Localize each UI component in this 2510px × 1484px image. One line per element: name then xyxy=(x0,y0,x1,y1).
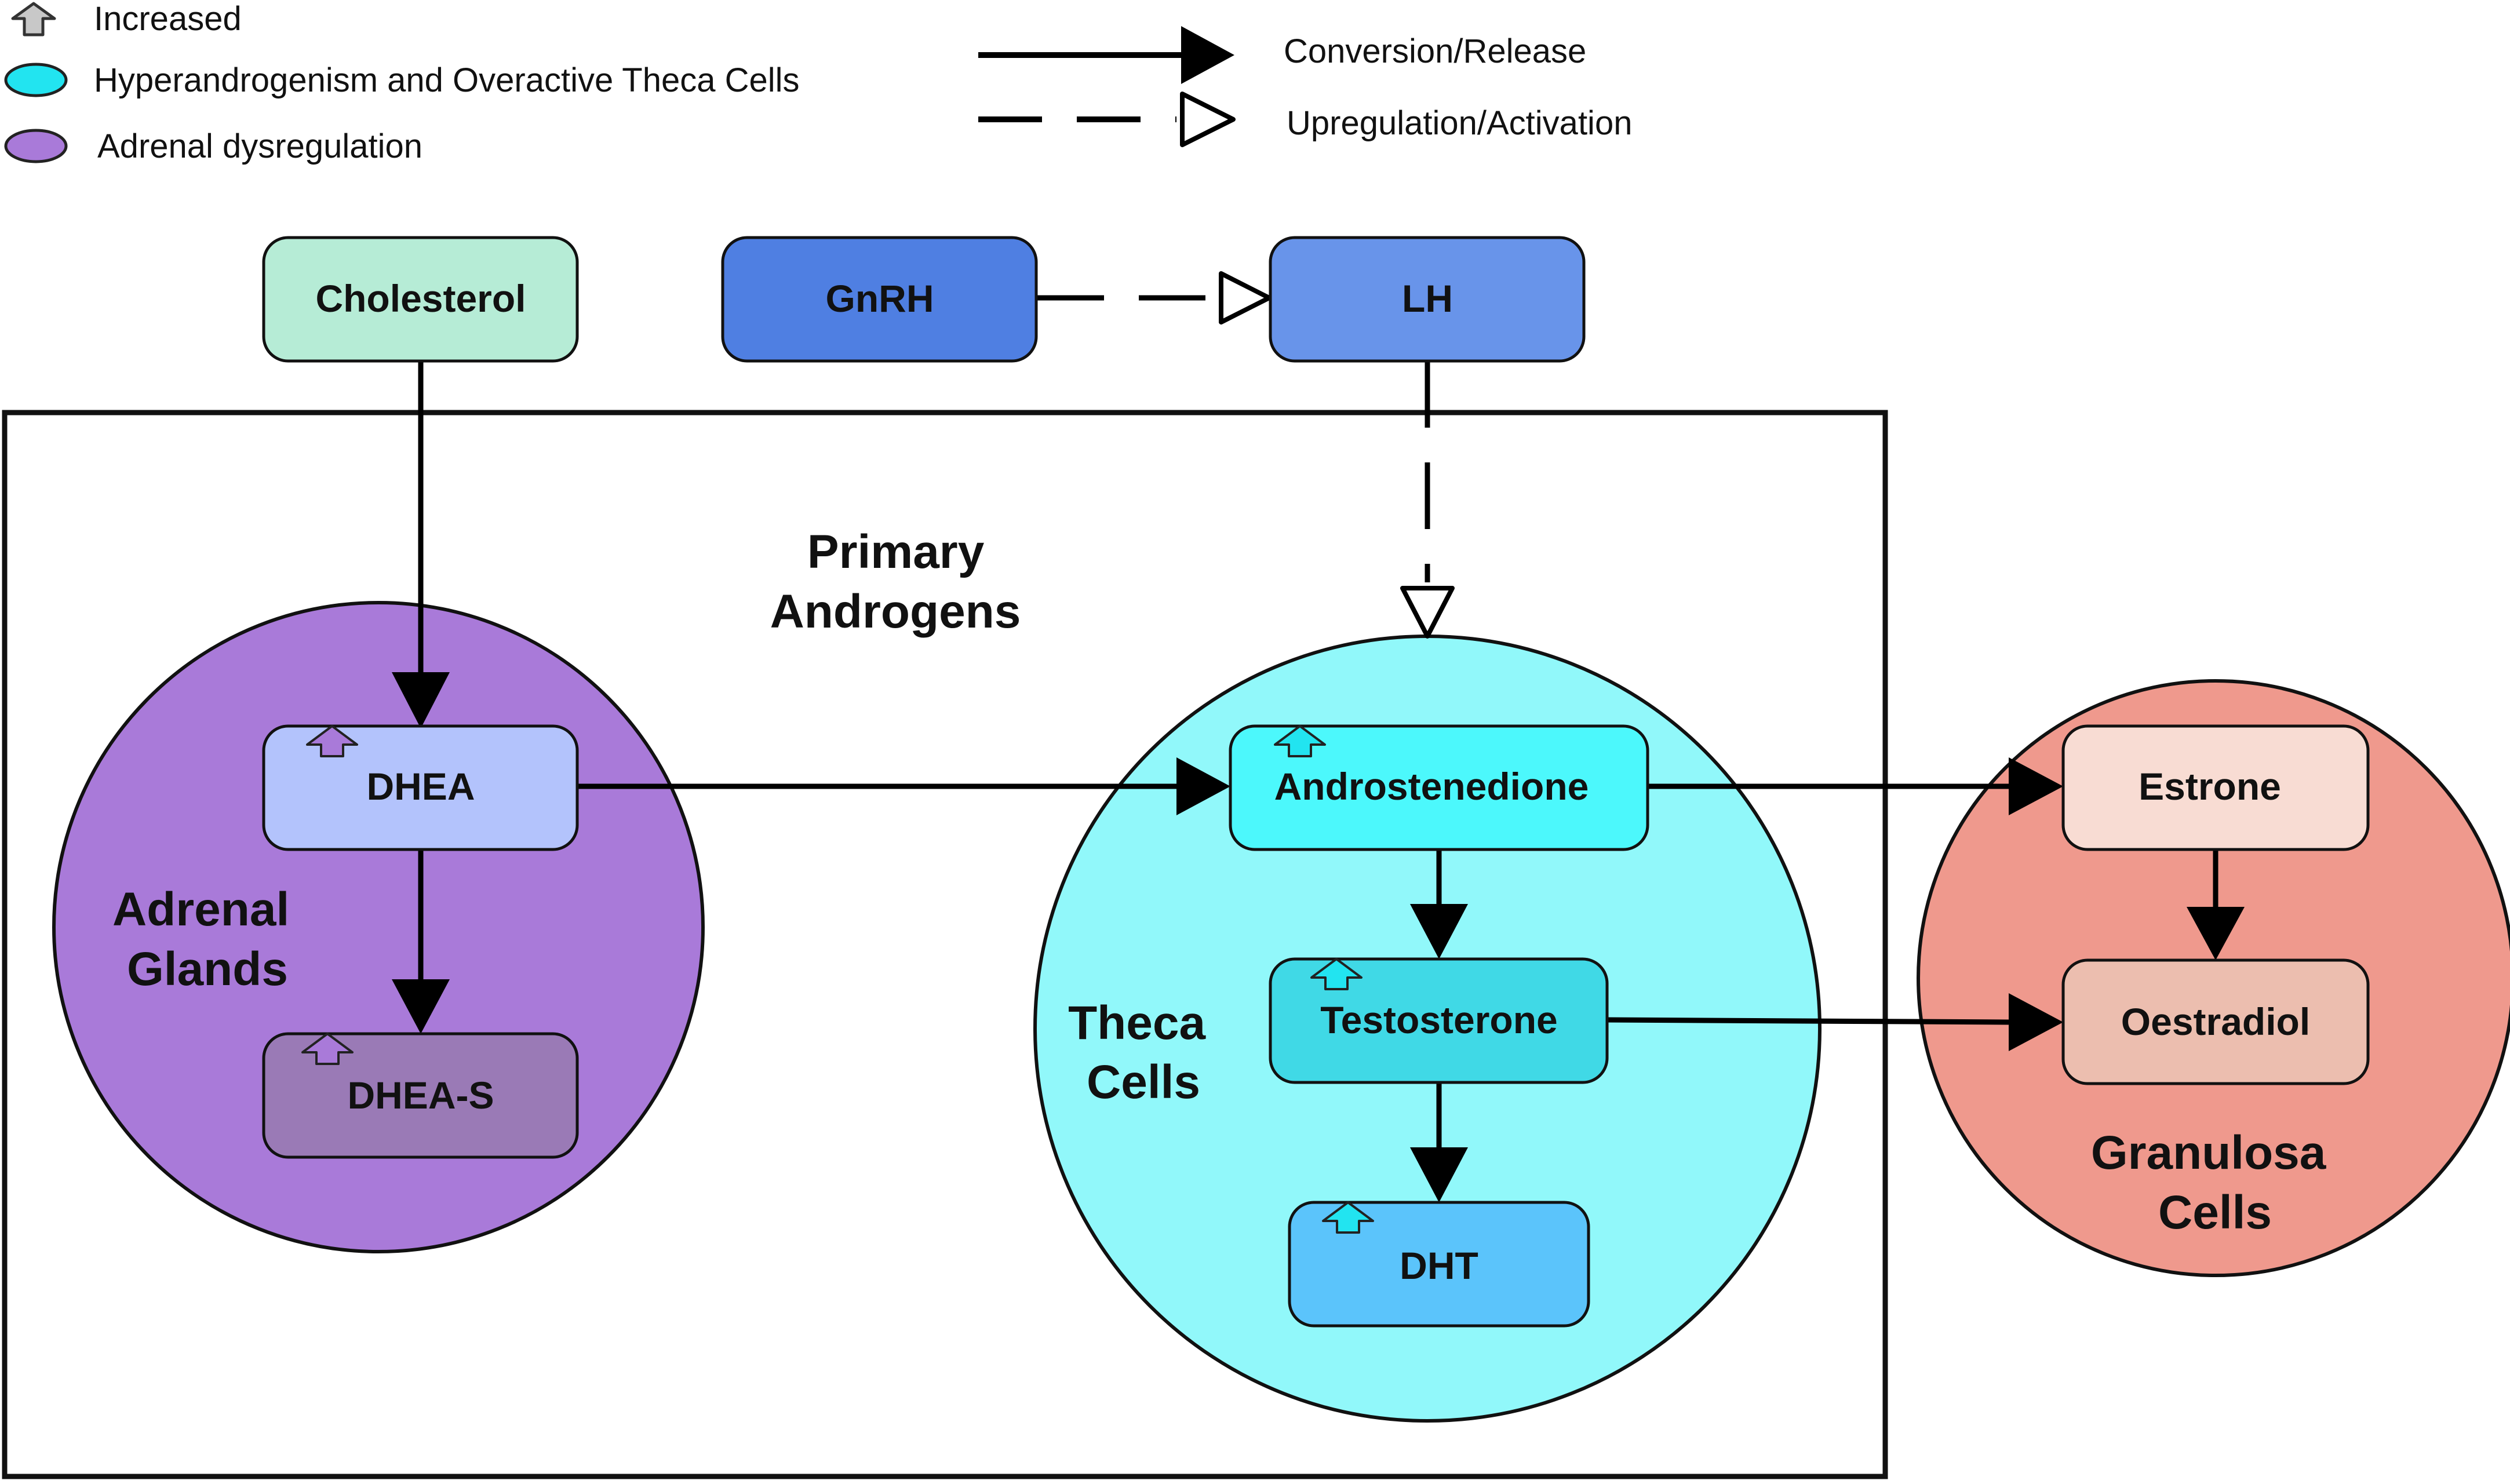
dhea-s-increased-icon xyxy=(301,1033,354,1065)
node-estrone: Estrone xyxy=(2061,724,2370,851)
legend-label-increased: Increased xyxy=(94,0,242,38)
legend-label-adrenal: Adrenal dysregulation xyxy=(97,127,422,165)
primary-androgens-label: Primary Androgens xyxy=(770,526,1021,638)
androstenedione-label: Androstenedione xyxy=(1274,765,1589,808)
legend-solid-arrow xyxy=(978,26,1234,84)
gnrh-label: GnRH xyxy=(826,277,934,320)
lh-label: LH xyxy=(1402,277,1453,320)
primary-androgens-box xyxy=(2,410,1888,1479)
arrow-gnrh-to-lh xyxy=(1037,271,1272,324)
theca-cells-label: Theca Cells xyxy=(1068,997,1219,1109)
node-oestradiol: Oestradiol xyxy=(2061,958,2370,1085)
legend-label-hyperandrogenism: Hyperandrogenism and Overactive Theca Ce… xyxy=(94,61,800,99)
dhea-label: DHEA xyxy=(366,765,475,808)
granulosa-cells-line-2: Cells xyxy=(2158,1186,2272,1239)
arrow-dhea-to-dhea-s xyxy=(392,848,450,1034)
granulosa-cells-line-1: Granulosa xyxy=(2091,1126,2327,1179)
dht-increased-icon xyxy=(1322,1201,1374,1234)
legend: Increased Hyperandrogenism and Overactiv… xyxy=(4,0,1632,165)
node-testosterone: Testosterone xyxy=(1269,957,1609,1084)
cholesterol-label: Cholesterol xyxy=(315,277,526,320)
node-dhea: DHEA xyxy=(262,724,579,851)
primary-androgens-line-1: Primary xyxy=(807,526,985,578)
node-androstenedione: Androstenedione xyxy=(1229,724,1649,851)
arrow-cholesterol-to-dhea xyxy=(392,361,450,728)
adrenal-glands-line-2: Glands xyxy=(127,943,288,996)
estrone-label: Estrone xyxy=(2139,765,2281,808)
node-gnrh: GnRH xyxy=(721,236,1038,363)
node-dht: DHT xyxy=(1288,1201,1590,1328)
connectors xyxy=(392,271,2245,1202)
dhea-increased-icon xyxy=(306,725,358,757)
arrow-lh-to-androstenedione xyxy=(1400,361,1455,639)
legend-label-conversion: Conversion/Release xyxy=(1284,32,1586,70)
legend-increased-icon xyxy=(11,2,56,37)
node-cholesterol: Cholesterol xyxy=(262,236,579,363)
arrow-testosterone-to-dht xyxy=(1410,1084,1468,1202)
legend-dashed-arrow xyxy=(978,92,1236,147)
arrow-dhea-to-androstenedione xyxy=(577,757,1230,815)
granulosa-cells-label: Granulosa Cells xyxy=(2091,1126,2339,1239)
arrow-testosterone-to-oestradiol xyxy=(1606,993,2063,1051)
androstenedione-increased-icon xyxy=(1274,725,1326,757)
legend-swatch-purple xyxy=(4,129,68,163)
arrow-androstenedione-to-testosterone xyxy=(1410,848,1468,959)
primary-androgens-line-2: Androgens xyxy=(770,585,1021,638)
testosterone-label: Testosterone xyxy=(1320,998,1558,1041)
theca-cells-line-1: Theca xyxy=(1068,997,1206,1049)
theca-cells-line-2: Cells xyxy=(1087,1056,1200,1109)
legend-label-upregulation: Upregulation/Activation xyxy=(1287,104,1632,142)
node-lh: LH xyxy=(1269,236,1586,363)
oestradiol-label: Oestradiol xyxy=(2121,1000,2310,1043)
adrenal-glands-label: Adrenal Glands xyxy=(112,883,303,996)
dht-label: DHT xyxy=(1400,1244,1478,1287)
node-dhea-s: DHEA-S xyxy=(262,1032,579,1159)
arrow-androstenedione-to-estrone xyxy=(1648,757,2063,815)
adrenal-glands-line-1: Adrenal xyxy=(112,883,289,936)
testosterone-increased-icon xyxy=(1310,958,1363,990)
legend-swatch-cyan xyxy=(4,63,68,97)
dhea-s-label: DHEA-S xyxy=(347,1074,494,1117)
arrow-estrone-to-oestradiol xyxy=(2187,848,2245,960)
